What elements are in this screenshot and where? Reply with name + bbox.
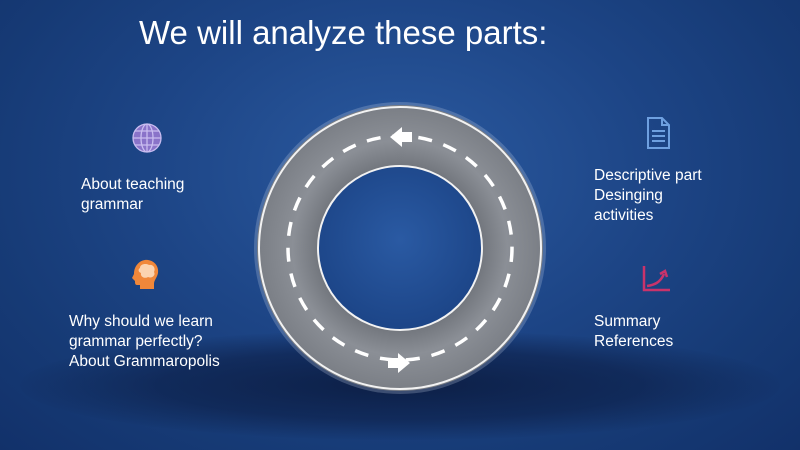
roundabout-road [254, 102, 546, 394]
section-why-learn-grammar: Why should we learn grammar perfectly? A… [69, 312, 220, 372]
slide-title: We will analyze these parts: [139, 14, 548, 51]
section-line: grammar perfectly? [69, 333, 203, 350]
globe-icon [132, 123, 162, 153]
head-brain-icon [132, 259, 159, 289]
section-line: About Grammaropolis [69, 353, 220, 370]
section-descriptive-part: Descriptive part Desinging activities [594, 166, 702, 226]
section-line: Descriptive part [594, 167, 702, 184]
section-line: activities [594, 207, 654, 224]
section-summary-references: Summary References [594, 312, 673, 352]
document-icon [647, 117, 670, 149]
section-line: grammar [81, 196, 144, 213]
arrow-left-icon [390, 127, 412, 147]
section-line: Summary [594, 313, 661, 330]
section-line: Desinging [594, 187, 663, 204]
line-chart-icon [642, 266, 670, 292]
section-line: References [594, 333, 674, 350]
section-about-teaching-grammar: About teaching grammar [81, 175, 184, 215]
arrow-right-icon [388, 353, 410, 373]
section-line: Why should we learn [69, 313, 213, 330]
section-line: About teaching [81, 176, 185, 193]
